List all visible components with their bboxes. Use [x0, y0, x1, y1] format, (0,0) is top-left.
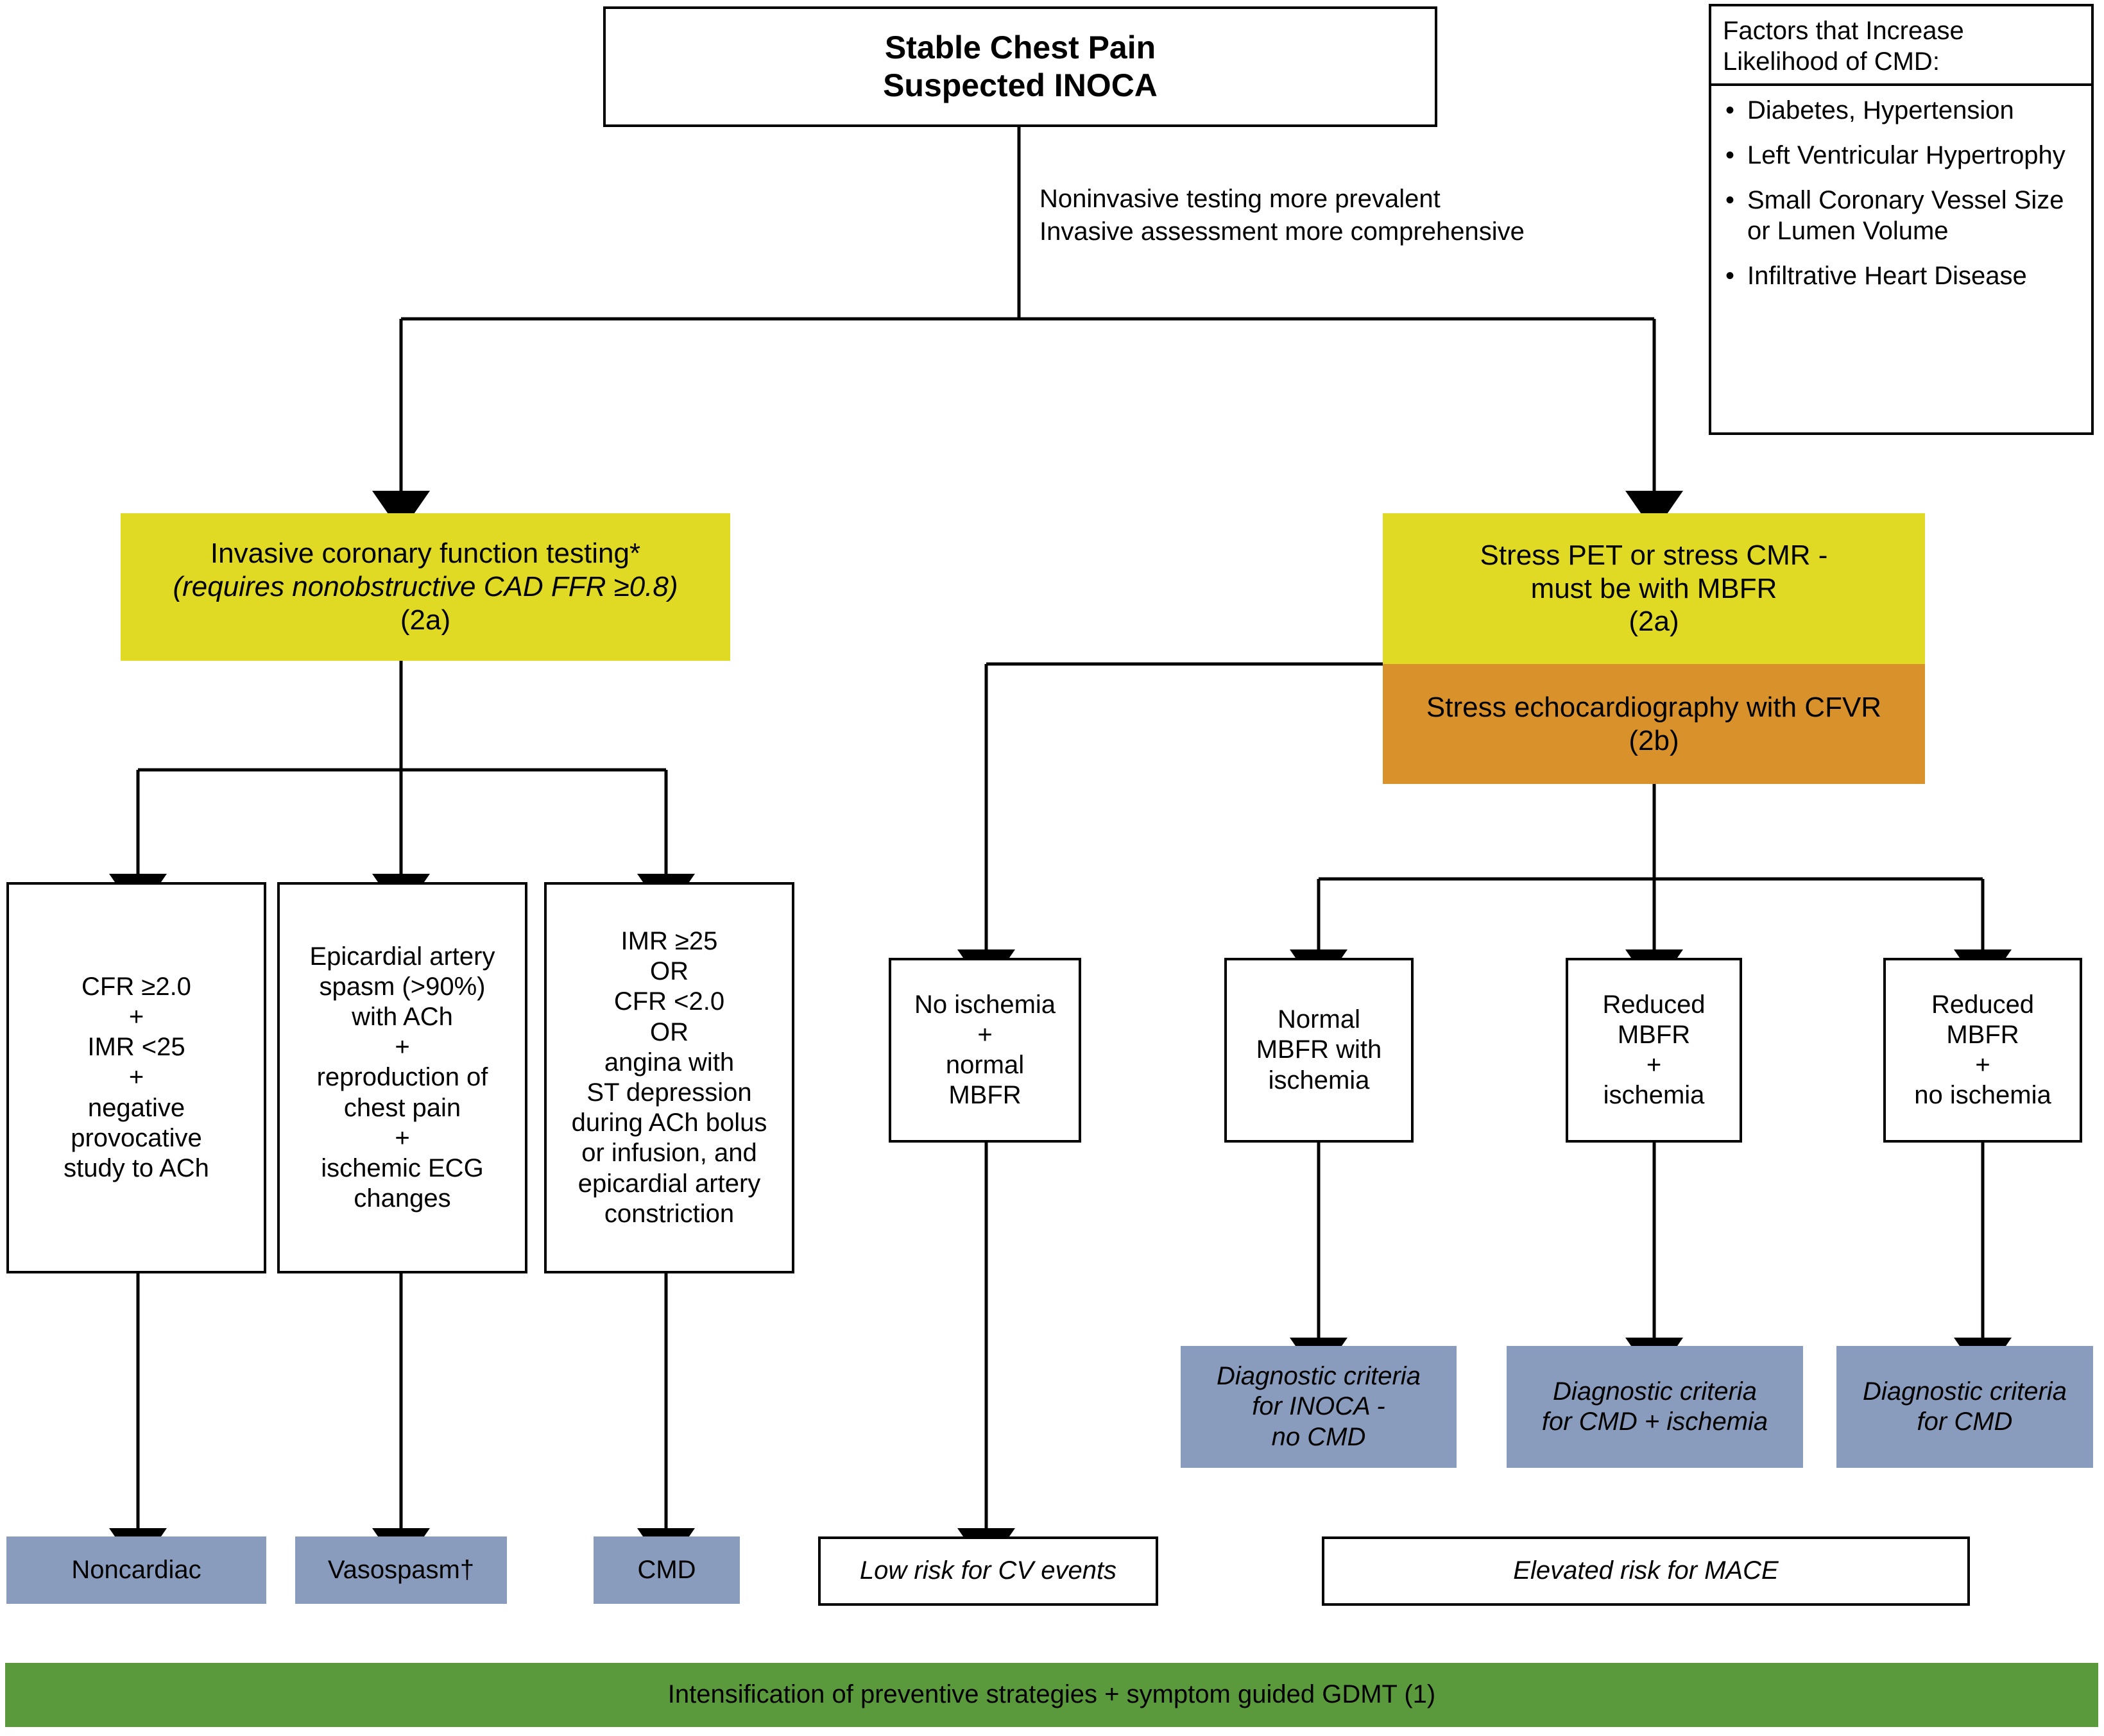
result-text: No ischemia + normal MBFR — [914, 990, 1056, 1110]
invasive-criteria-text: IMR ≥25 OR CFR <2.0 OR angina with ST de… — [571, 927, 767, 1228]
invasive-criteria-text: CFR ≥2.0 + IMR <25 + negative provocativ… — [64, 972, 209, 1182]
stress-imaging-line-1: Stress PET or stress CMR - — [1480, 539, 1828, 571]
trunk-note: Noninvasive testing more prevalent Invas… — [1039, 185, 1525, 246]
root-line-1: Stable Chest Pain — [884, 30, 1156, 65]
invasive-criteria-box: Epicardial artery spasm (>90%) with ACh … — [277, 882, 527, 1273]
root-line-2: Suspected INOCA — [883, 67, 1158, 103]
factors-panel: Factors that Increase Likelihood of CMD:… — [1709, 4, 2094, 435]
invasive-line-1: Invasive coronary function testing* — [210, 538, 641, 570]
outcome-vasospasm: Vasospasm† — [295, 1536, 507, 1604]
factors-list: Diabetes, Hypertension Left Ventricular … — [1711, 86, 2091, 298]
root-node: Stable Chest Pain Suspected INOCA — [603, 6, 1437, 127]
outcome-cmd: CMD — [594, 1536, 740, 1604]
stress-imaging-line-2: must be with MBFR — [1530, 572, 1777, 604]
factors-item: Left Ventricular Hypertrophy — [1725, 140, 2085, 171]
stress-echo-line-2: (2b) — [1629, 724, 1679, 756]
invasive-criteria-box: IMR ≥25 OR CFR <2.0 OR angina with ST de… — [544, 882, 794, 1273]
stress-imaging-node: Stress PET or stress CMR - must be with … — [1383, 513, 1925, 664]
low-risk-box: Low risk for CV events — [818, 1536, 1158, 1606]
elevated-risk-box: Elevated risk for MACE — [1322, 1536, 1970, 1606]
factors-item: Infiltrative Heart Disease — [1725, 260, 2085, 291]
invasive-criteria-text: Epicardial artery spasm (>90%) with ACh … — [309, 942, 495, 1213]
outcome-label: Vasospasm† — [327, 1555, 475, 1584]
result-text: Reduced MBFR + no ischemia — [1914, 990, 2051, 1110]
footer-bar: Intensification of preventive strategies… — [5, 1663, 2098, 1727]
diagnostic-criteria-text: Diagnostic criteria for CMD — [1863, 1377, 2067, 1436]
diagnostic-criteria-cmd-ischemia: Diagnostic criteria for CMD + ischemia — [1507, 1346, 1803, 1468]
elevated-risk-label: Elevated risk for MACE — [1513, 1556, 1779, 1585]
footer-label: Intensification of preventive strategies… — [667, 1680, 1436, 1709]
low-risk-label: Low risk for CV events — [859, 1556, 1117, 1585]
stress-imaging-line-3: (2a) — [1629, 606, 1679, 638]
diagnostic-criteria-inoca: Diagnostic criteria for INOCA - no CMD — [1181, 1346, 1457, 1468]
diagnostic-criteria-cmd: Diagnostic criteria for CMD — [1836, 1346, 2093, 1468]
outcome-label: Noncardiac — [71, 1555, 201, 1584]
invasive-line-2: (requires nonobstructive CAD FFR ≥0.8) — [173, 571, 678, 603]
factors-item: Small Coronary Vessel Size or Lumen Volu… — [1725, 185, 2085, 246]
result-text: Normal MBFR with ischemia — [1256, 1005, 1382, 1094]
invasive-criteria-box: CFR ≥2.0 + IMR <25 + negative provocativ… — [6, 882, 266, 1273]
invasive-line-3: (2a) — [400, 604, 451, 636]
result-reduced-mbfr-no-ischemia: Reduced MBFR + no ischemia — [1883, 958, 2082, 1143]
factors-item: Diabetes, Hypertension — [1725, 95, 2085, 126]
stress-echo-node: Stress echocardiography with CFVR (2b) — [1383, 664, 1925, 784]
diagnostic-criteria-text: Diagnostic criteria for CMD + ischemia — [1541, 1377, 1768, 1436]
factors-heading: Factors that Increase Likelihood of CMD: — [1711, 6, 2091, 86]
outcome-label: CMD — [637, 1555, 696, 1584]
outcome-noncardiac: Noncardiac — [6, 1536, 266, 1604]
result-normal-mbfr-ischemia: Normal MBFR with ischemia — [1224, 958, 1414, 1143]
result-reduced-mbfr-ischemia: Reduced MBFR + ischemia — [1566, 958, 1742, 1143]
invasive-testing-node: Invasive coronary function testing* (req… — [121, 513, 730, 661]
diagnostic-criteria-text: Diagnostic criteria for INOCA - no CMD — [1217, 1362, 1421, 1451]
result-text: Reduced MBFR + ischemia — [1602, 990, 1706, 1110]
stress-echo-line-1: Stress echocardiography with CFVR — [1426, 691, 1882, 723]
result-no-ischemia: No ischemia + normal MBFR — [889, 958, 1081, 1143]
